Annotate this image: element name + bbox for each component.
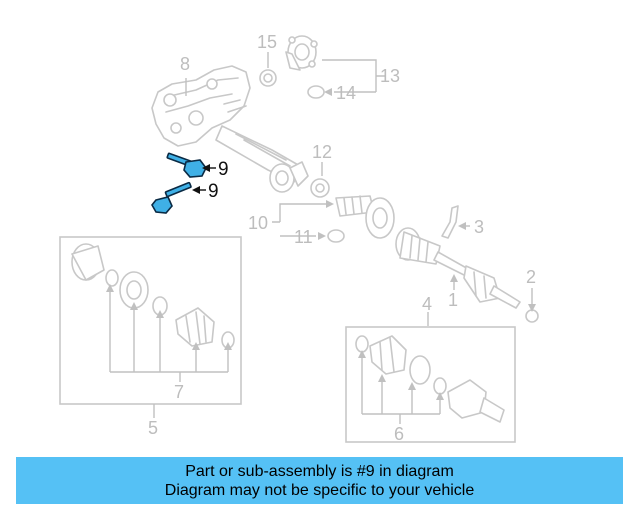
parts-diagram-svg: 8 15 13 14 12 10 11 3 1 2 4 5 7 6 9 9 (59, 32, 539, 444)
callout-6: 6 (394, 424, 404, 444)
info-banner: Part or sub-assembly is #9 in diagram Di… (16, 457, 623, 504)
callout-10: 10 (248, 213, 268, 233)
callout-1: 1 (448, 290, 458, 310)
intermediate-shaft-10 (335, 195, 395, 239)
banner-line-disclaimer: Diagram may not be specific to your vehi… (164, 481, 475, 499)
callout-9-lower: 9 (208, 181, 219, 202)
leaders-7 (106, 284, 232, 382)
bolt-9-lower (151, 181, 192, 214)
seal-15 (259, 69, 277, 87)
outer-joint-parts (355, 335, 505, 423)
o-ring-14 (307, 85, 325, 99)
leaders-9 (192, 164, 216, 194)
leaders-6 (358, 350, 444, 424)
inner-joint-parts (71, 243, 235, 349)
callout-5: 5 (148, 418, 158, 438)
leaders-grey (153, 52, 536, 418)
callout-11: 11 (294, 227, 313, 247)
box-4 (345, 326, 516, 443)
o-ring-11 (327, 229, 345, 243)
callout-2: 2 (526, 267, 536, 287)
pinion-flange (285, 35, 318, 71)
bracket-3 (441, 205, 459, 239)
banner-line-part: Part or sub-assembly is #9 in diagram (185, 462, 454, 480)
callout-13: 13 (380, 66, 400, 86)
callout-9-upper: 9 (218, 159, 229, 180)
callout-7: 7 (174, 382, 184, 402)
seal-12 (310, 178, 330, 198)
callout-12: 12 (312, 142, 332, 162)
box-5 (59, 236, 242, 405)
callout-15: 15 (257, 32, 277, 52)
callout-14: 14 (336, 83, 356, 103)
parts-diagram: 8 15 13 14 12 10 11 3 1 2 4 5 7 6 9 9 (59, 32, 539, 444)
callout-8: 8 (180, 54, 190, 74)
axle-shaft-1 (395, 227, 539, 323)
callout-4: 4 (422, 294, 432, 314)
callout-3: 3 (474, 217, 484, 237)
bolt-9-upper (166, 152, 207, 178)
differential-housing (151, 65, 309, 193)
